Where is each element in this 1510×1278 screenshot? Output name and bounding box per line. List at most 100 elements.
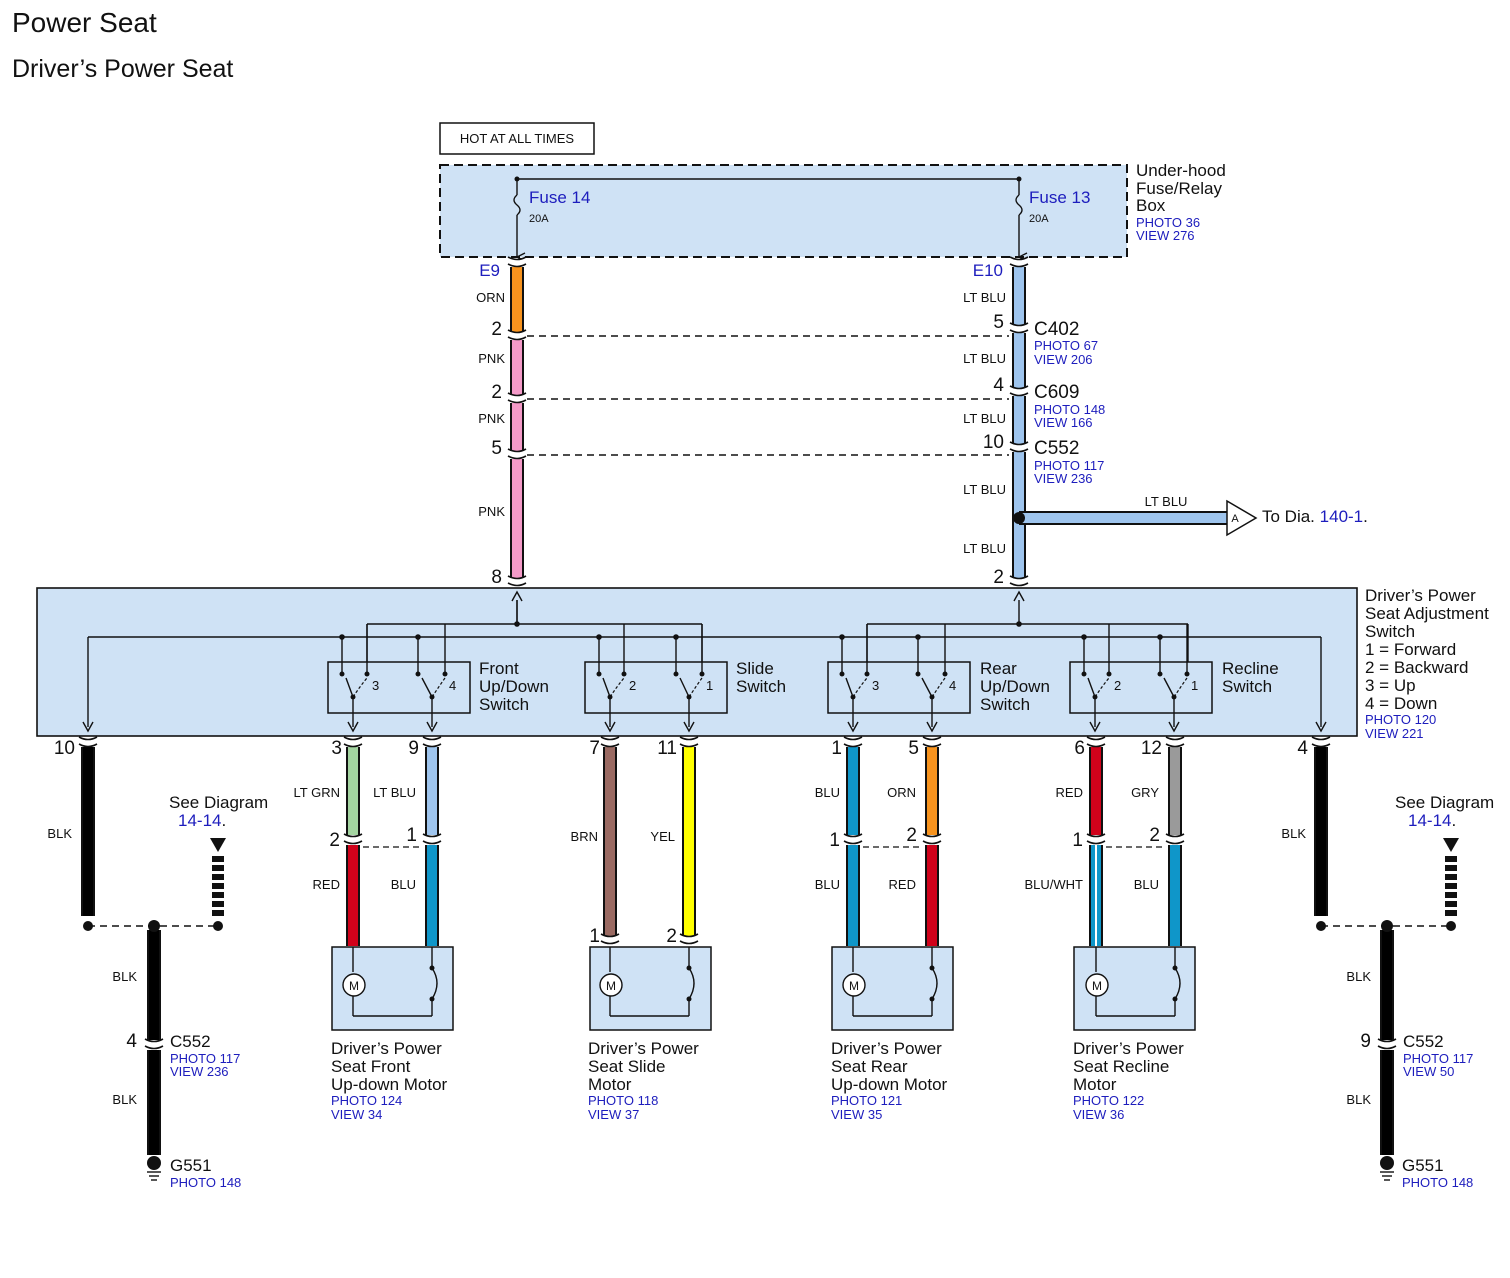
wire-red-rear	[925, 845, 939, 946]
wire-pnk-feed-3-fill	[512, 459, 522, 580]
right-c552-photo: PHOTO 117	[1403, 1051, 1473, 1066]
left-diagram-14-14-link[interactable]: 14-14	[178, 811, 221, 830]
wire-ltblu-front	[425, 741, 439, 835]
connector-recline-mid-right	[1165, 833, 1185, 845]
switch-slide-gnd-junction-1	[673, 634, 679, 640]
switch-recline-gnd-junction-1	[1157, 634, 1163, 640]
wire-orn-label-sw: ORN	[887, 785, 916, 800]
wire-ltblu-label-4: LT BLU	[963, 482, 1006, 497]
connector-pin-9-upper-arc	[422, 736, 442, 741]
motor-recline-label-2: Seat Recline	[1073, 1057, 1169, 1076]
page-subtitle: Driver’s Power Seat	[12, 55, 233, 83]
left-ground-dot-wire	[83, 921, 93, 931]
slide-contact-2: 2	[629, 678, 636, 693]
right-ground-pin-connector-gap	[1312, 739, 1330, 747]
right-ground-wire-label-1: BLK	[1281, 826, 1306, 841]
wire-red-rear-fill	[927, 845, 937, 946]
terminal-e9: E9	[479, 261, 500, 280]
connector-pin-12	[1165, 736, 1185, 748]
switch-unit-photo: PHOTO 120	[1365, 712, 1436, 727]
terminal-e10: E10	[973, 261, 1003, 280]
connector-pin-9-lower-arc	[422, 743, 442, 748]
switch-front-updown-pwr-contact-0	[364, 671, 370, 677]
right-ground-wire-upper-fill	[1316, 741, 1326, 916]
connector-switch-8-gap	[508, 578, 526, 586]
connector-pin-5-upper-arc	[922, 736, 942, 741]
fuse-13-icon	[1015, 194, 1023, 216]
wire-red-recline-fill	[1091, 741, 1101, 835]
connector-pin-1-gap	[844, 739, 862, 747]
connector-slide-motor-1-gap	[601, 936, 619, 944]
right-ref-dash-5	[1445, 901, 1457, 907]
wire-blu-label-sw: BLU	[815, 785, 840, 800]
pin-3: 3	[331, 738, 342, 759]
wire-ltblu-feed-3	[1012, 396, 1026, 444]
connector-pin-3-upper-arc	[343, 736, 363, 741]
fuse-box-label-1: Under-hood	[1136, 161, 1226, 180]
connector-recline-mid-left-gap	[1087, 836, 1105, 844]
motor-slide-symbol: M	[606, 979, 616, 993]
switch-front-updown-gnd-junction-0	[339, 634, 345, 640]
switch-recline-blade-0	[1087, 677, 1096, 698]
left-c552-connector-lower-arc	[144, 1045, 164, 1050]
right-ground-wire-lower	[1380, 1050, 1394, 1155]
connector-front-mid-right-upper-arc	[422, 833, 442, 838]
motor-rear-label-2: Seat Rear	[831, 1057, 908, 1076]
switch-recline-box	[1069, 661, 1213, 714]
wire-pnk-feed-3	[510, 459, 524, 580]
connector-rear-mid-right-gap	[923, 836, 941, 844]
connector-switch-2	[1009, 575, 1029, 587]
right-ground-wire-label-3: BLK	[1346, 1092, 1371, 1107]
recline-contact-1: 1	[1191, 678, 1198, 693]
dia-140-1-link[interactable]: 140-1	[1320, 507, 1363, 526]
connector-c609-right-upper-arc	[1009, 385, 1029, 390]
right-diagram-14-14-link[interactable]: 14-14	[1408, 811, 1451, 830]
pin-9: 9	[408, 738, 419, 759]
wire-ltblu-feed-1-fill	[1014, 262, 1024, 325]
left-ref-dash-6	[212, 910, 224, 916]
wire-blu-label-rear: BLU	[815, 877, 840, 892]
connector-slide-motor-2-lower-arc	[679, 940, 699, 945]
legend-backward: 2 = Backward	[1365, 658, 1468, 677]
connector-pin-5	[922, 736, 942, 748]
right-ground-wire-lower-fill	[1382, 1050, 1392, 1155]
connector-rear-mid-right-upper-arc	[922, 833, 942, 838]
connector-front-mid-right-gap	[423, 836, 441, 844]
right-see-diagram-arrow-icon	[1443, 838, 1459, 852]
connector-pin-3-lower-arc	[343, 743, 363, 748]
recline-switch-label-1: Recline	[1222, 659, 1279, 678]
connector-c609-left-upper-arc	[507, 392, 527, 397]
wire-blu-rear	[846, 845, 860, 946]
connector-pin-6	[1086, 736, 1106, 748]
connector-switch-2-lower-arc	[1009, 582, 1029, 587]
connector-rear-mid-left-upper-arc	[843, 833, 863, 838]
connector-e10-gap	[1010, 259, 1028, 267]
right-ground-dot-ref	[1446, 921, 1456, 931]
wire-orn-label: ORN	[476, 290, 505, 305]
fuse-13-label: Fuse 13	[1029, 188, 1090, 207]
connector-c402-left	[507, 329, 527, 341]
connector-e9-gap	[508, 259, 526, 267]
motor-rear-view: VIEW 35	[831, 1107, 882, 1122]
connector-pin-1-lower-arc	[843, 743, 863, 748]
switch-slide-gnd-contact-1	[673, 671, 679, 677]
motor-front-photo: PHOTO 124	[331, 1093, 402, 1108]
switch-front-updown-blade-0	[345, 677, 354, 698]
connector-pin-12-gap	[1166, 739, 1184, 747]
right-ref-dash-0	[1445, 856, 1457, 862]
wire-blu-front-fill	[427, 845, 437, 946]
switch-front-updown-gnd-contact-0	[339, 671, 345, 677]
switch-rear-updown-pwr-contact-0	[864, 671, 870, 677]
left-ground-wire-lower-fill	[149, 1050, 159, 1155]
right-c552-connector	[1377, 1038, 1397, 1050]
ground-bus-right-arrow	[1315, 721, 1327, 733]
splice-point	[1013, 512, 1025, 524]
motor-rear-symbol: M	[849, 979, 859, 993]
connector-e10	[1009, 256, 1029, 268]
motor-recline-symbol: M	[1092, 979, 1102, 993]
right-ground-wire-mid-fill	[1382, 930, 1392, 1040]
left-ref-dash-1	[212, 865, 224, 871]
right-ground-wire-mid	[1380, 930, 1394, 1040]
connector-c552-right-upper-arc	[1009, 441, 1029, 446]
fuse-14-icon	[513, 194, 521, 216]
